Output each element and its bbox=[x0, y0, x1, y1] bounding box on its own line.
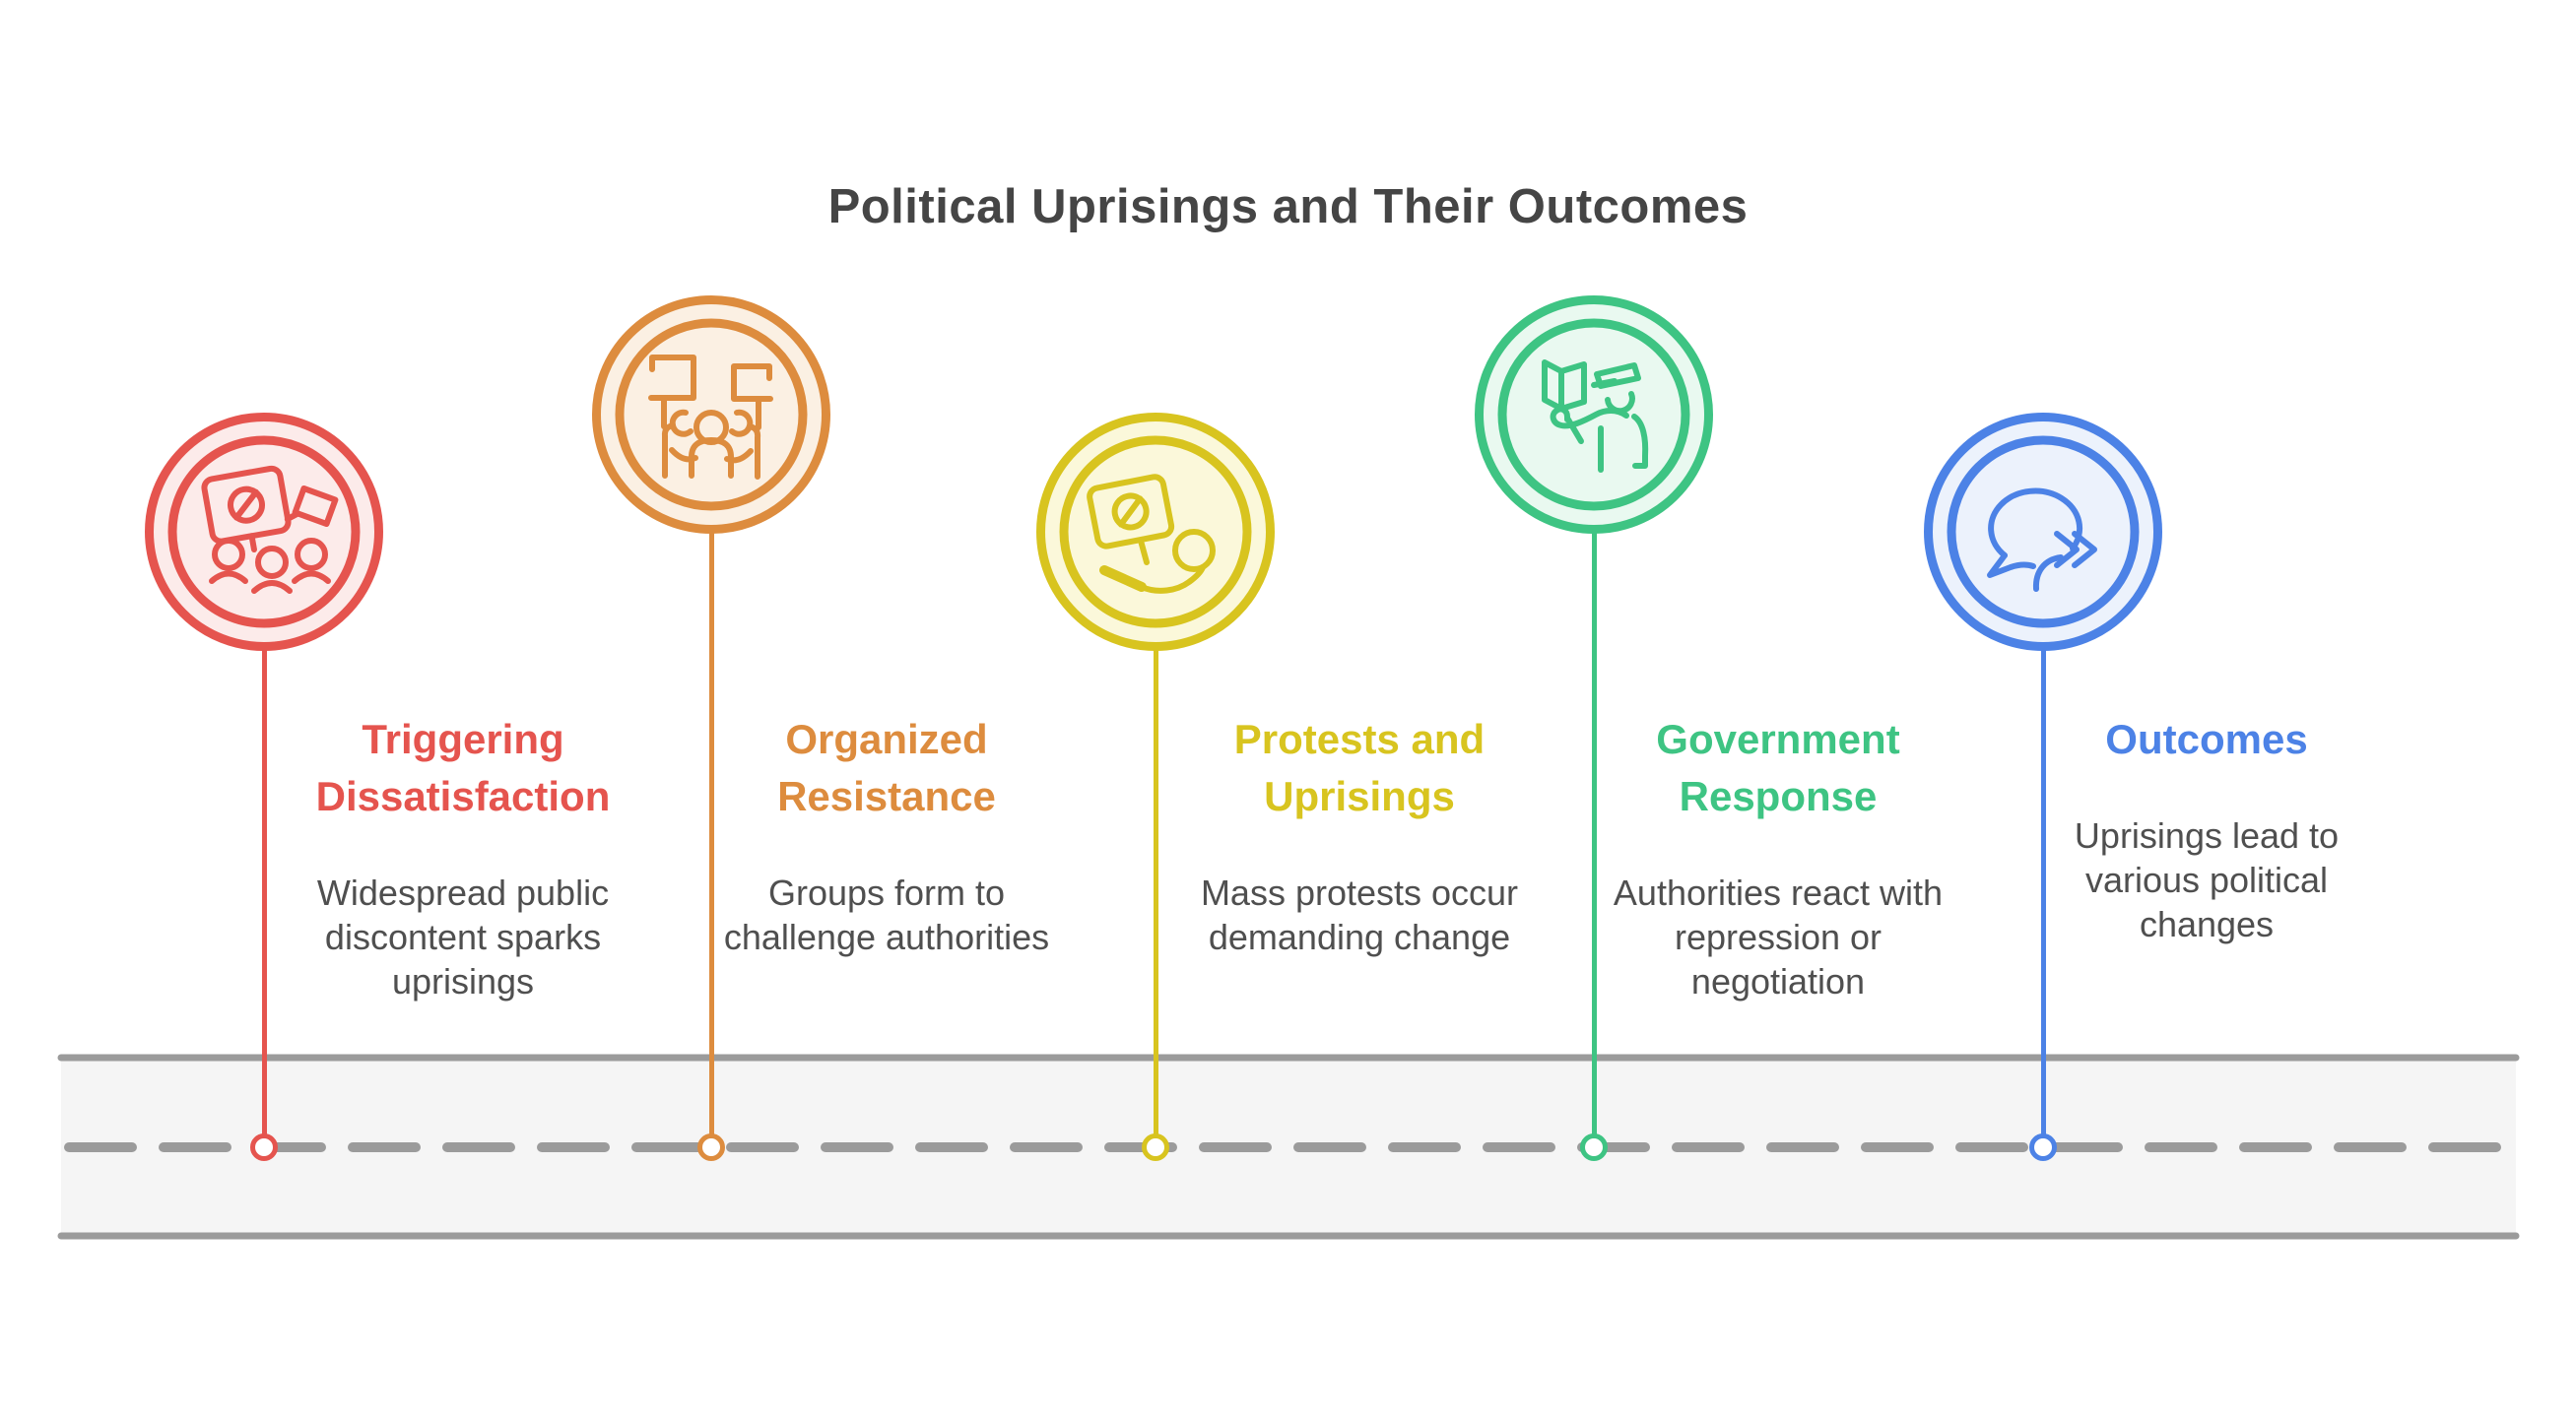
milestone-circle bbox=[145, 413, 383, 651]
timeline-marker bbox=[1580, 1133, 1608, 1161]
milestone-description: Widespread public discontent sparks upri… bbox=[316, 873, 610, 1002]
stem-line bbox=[2040, 642, 2046, 1136]
stem-line bbox=[1591, 525, 1597, 1136]
diagram-title: Political Uprisings and Their Outcomes bbox=[827, 180, 1749, 233]
protest-sign-hand-icon bbox=[1087, 474, 1216, 594]
milestone-description: Groups form to challenge authorities bbox=[723, 873, 1050, 957]
milestone-circle bbox=[1036, 413, 1275, 651]
milestone-circle bbox=[1924, 413, 2162, 651]
timeline-marker bbox=[250, 1133, 278, 1161]
timeline-marker bbox=[1142, 1133, 1169, 1161]
milestone-title: Protests and Uprisings bbox=[1233, 716, 1486, 819]
milestone-title: Organized Resistance bbox=[777, 716, 996, 819]
milestone-circle bbox=[592, 295, 830, 534]
police-officer-icon bbox=[1542, 359, 1649, 473]
milestone-circle bbox=[1475, 295, 1713, 534]
milestone-description: Mass protests occur demanding change bbox=[1200, 873, 1519, 957]
milestone-title: Outcomes bbox=[2105, 716, 2308, 762]
milestone-title: Government Response bbox=[1656, 716, 1900, 819]
protest-signs-crowd-icon bbox=[201, 465, 339, 594]
speech-bubble-forward-icon bbox=[1987, 487, 2097, 592]
raised-banners-crowd-icon bbox=[648, 355, 773, 480]
stem-line bbox=[261, 642, 267, 1136]
stem-line bbox=[1153, 642, 1158, 1136]
stem-line bbox=[708, 525, 714, 1136]
milestone-description: Authorities react with repression or neg… bbox=[1613, 873, 1944, 1002]
timeline-marker bbox=[697, 1133, 725, 1161]
milestone-description: Uprisings lead to various political chan… bbox=[2074, 815, 2340, 944]
timeline-marker bbox=[2029, 1133, 2057, 1161]
milestone-title: Triggering Dissatisfaction bbox=[315, 716, 611, 819]
